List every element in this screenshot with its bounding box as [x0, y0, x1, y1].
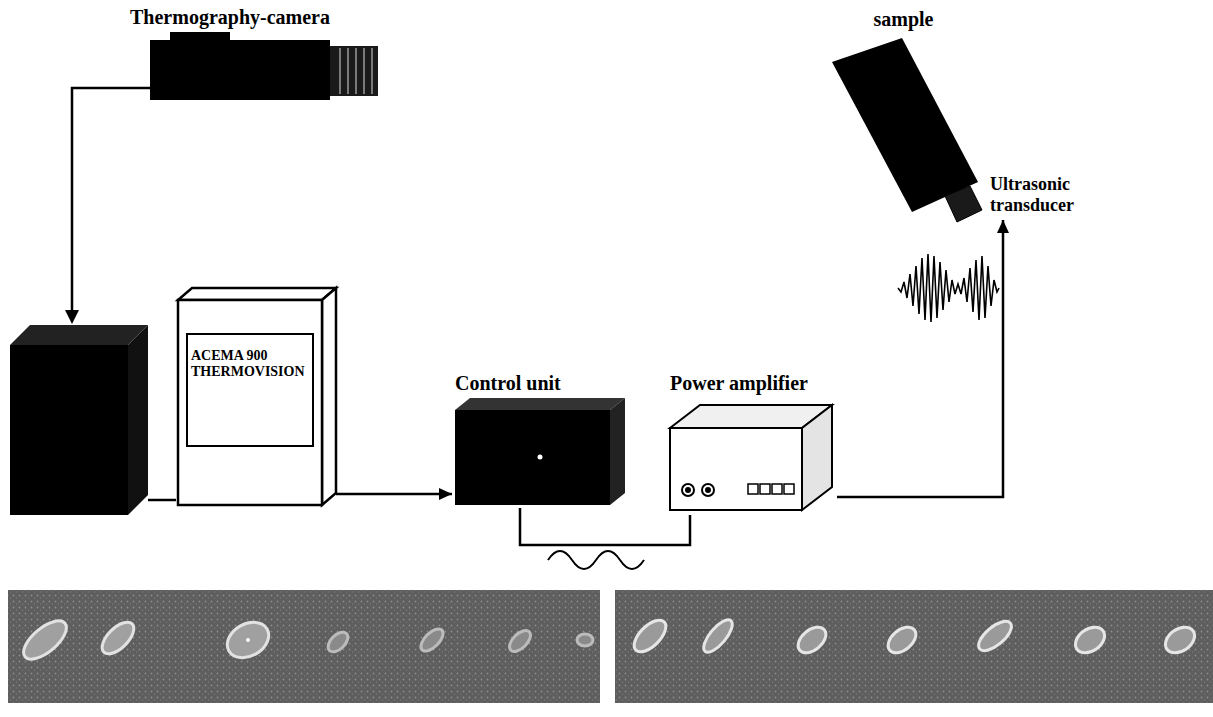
thermal-image	[8, 590, 600, 703]
node-label: sample	[874, 8, 934, 31]
sample-plate	[832, 38, 978, 212]
transducer-node: Ultrasonic transducer	[986, 172, 1098, 220]
node-label: Ultrasonic transducer	[990, 174, 1094, 215]
arrow-head	[65, 310, 79, 324]
transducer-body	[945, 186, 982, 222]
connector-line	[837, 220, 1003, 497]
connector	[336, 488, 452, 500]
arrow-head	[997, 220, 1009, 233]
arrow-head	[439, 488, 452, 500]
sample-node: sample	[826, 6, 981, 226]
ultrasonic-burst	[898, 254, 999, 322]
power-amplifier-node: Power amplifier	[665, 370, 837, 515]
node-label: Control unit	[455, 372, 561, 395]
computer-box	[10, 325, 148, 515]
control-unit-node: Control unit	[452, 368, 627, 508]
power-amplifier	[670, 405, 832, 510]
sine-wave	[548, 551, 644, 569]
monitor	[178, 288, 336, 505]
camera-body	[150, 40, 330, 100]
node-label: Power amplifier	[670, 372, 808, 395]
connector	[520, 508, 690, 545]
node-label: Thermography-camera	[130, 6, 330, 29]
monitor-node: ACEMA 900 THERMOVISION	[176, 288, 336, 506]
thermal-image	[615, 590, 1213, 703]
connector-line	[336, 493, 452, 496]
camera-node: Thermography-camera	[120, 4, 390, 108]
thermography-camera	[150, 32, 378, 100]
camera-handle	[170, 32, 230, 42]
computer-monitor-cable	[148, 499, 176, 502]
connector-line	[520, 508, 690, 545]
control-unit	[455, 398, 625, 505]
node-label: ACEMA 900 THERMOVISION	[191, 348, 313, 380]
connector	[837, 220, 1009, 497]
camera-lens	[330, 46, 378, 96]
camera-cable	[72, 88, 150, 312]
lens-ribs	[340, 48, 372, 94]
